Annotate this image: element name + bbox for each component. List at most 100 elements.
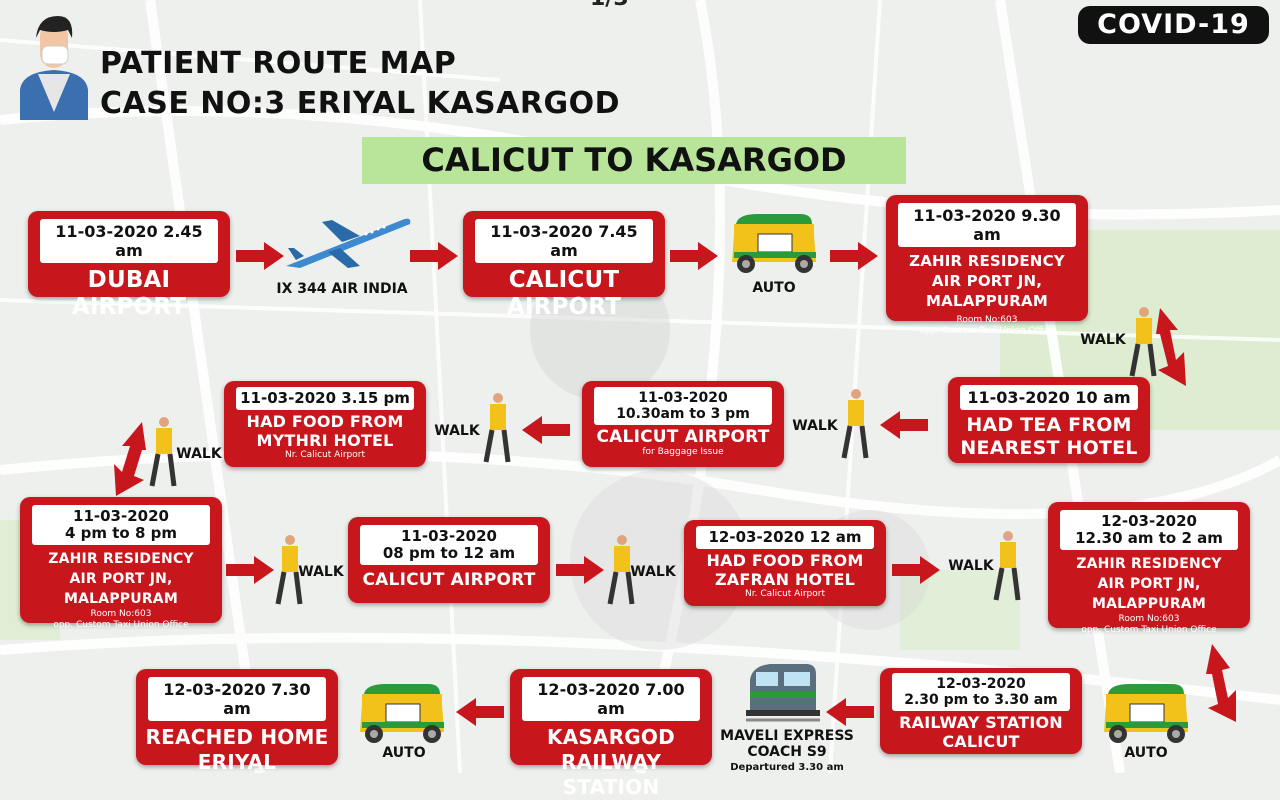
stop-title: HAD FOOD FROM bbox=[706, 551, 864, 570]
stop-title: HAD TEA FROM bbox=[966, 414, 1132, 436]
auto-rickshaw-icon bbox=[1104, 684, 1188, 743]
stop-title: ZAHIR RESIDENCY bbox=[48, 551, 194, 567]
auto-label: AUTO bbox=[1124, 745, 1168, 761]
stop-title: RAILWAY STATION bbox=[899, 713, 1063, 732]
stop-date: 11-03-2020 10 am bbox=[960, 385, 1138, 410]
stop-title: ZAHIR RESIDENCY bbox=[1076, 556, 1222, 572]
walk-label: WALK bbox=[434, 423, 480, 439]
stop-note: for Baggage Issue bbox=[642, 447, 724, 457]
stop-title: REACHED HOME bbox=[145, 725, 329, 749]
stop-date: 12-03-2020 12 am bbox=[696, 526, 874, 549]
arrow-right-icon bbox=[670, 242, 718, 270]
arrow-right-icon bbox=[226, 556, 274, 584]
covid-badge: COVID-19 bbox=[1078, 6, 1269, 44]
walk-label: WALK bbox=[176, 446, 222, 462]
stop-title: AIR PORT JN, MALAPPURAM bbox=[64, 571, 178, 607]
stop-note: opp. Custom Taxi Union Office bbox=[1081, 625, 1217, 635]
stop-card: 11-03-2020 3.15 pm HAD FOOD FROM MYTHRI … bbox=[224, 381, 426, 467]
stop-title: CALICUT AIRPORT bbox=[362, 570, 536, 590]
stop-date: 11-03-2020 9.30 am bbox=[898, 203, 1076, 247]
stop-title: AIR PORT JN, MALAPPURAM bbox=[1092, 576, 1206, 612]
stop-date: 12-03-2020 7.30 am bbox=[148, 677, 326, 721]
stop-title: CALICUT bbox=[942, 732, 1020, 751]
stop-date: 11-03-2020 08 pm to 12 am bbox=[360, 525, 538, 565]
case-subtitle: CASE NO:3 ERIYAL KASARGOD bbox=[100, 86, 621, 121]
walk-label: WALK bbox=[1080, 332, 1126, 348]
stop-title: NEAREST HOTEL bbox=[960, 437, 1138, 459]
walking-person-icon bbox=[841, 389, 869, 459]
stop-card: 11-03-2020 9.30 am ZAHIR RESIDENCY AIR P… bbox=[886, 195, 1088, 336]
walking-person-icon bbox=[483, 393, 511, 463]
stop-title: HAD FOOD FROM bbox=[246, 412, 404, 431]
stop-note: opp. Custom Taxi Union Office bbox=[919, 326, 1055, 336]
stop-title: ERIYAL bbox=[197, 750, 277, 774]
walk-label: WALK bbox=[630, 564, 676, 580]
auto-rickshaw-icon bbox=[360, 684, 444, 743]
turn-arrow-icon bbox=[1156, 308, 1186, 386]
walk-label: WALK bbox=[298, 564, 344, 580]
arrow-right-icon bbox=[236, 242, 284, 270]
stop-date: 11-03-2020 3.15 pm bbox=[236, 387, 414, 410]
stop-date: 11-03-2020 4 pm to 8 pm bbox=[32, 505, 210, 545]
stop-card: 11-03-2020 7.45 am CALICUT AIRPORT bbox=[463, 211, 665, 320]
stop-card: 11-03-2020 4 pm to 8 pm ZAHIR RESIDENCY … bbox=[20, 497, 222, 630]
walk-label: WALK bbox=[792, 418, 838, 434]
stop-card: 11-03-2020 10 am HAD TEA FROM NEAREST HO… bbox=[948, 377, 1150, 463]
stop-note: opp. Custom Taxi Union Office bbox=[53, 620, 189, 630]
stop-title: DUBAI AIRPORT bbox=[71, 267, 187, 320]
arrow-left-icon bbox=[522, 416, 570, 444]
stop-title: ZAFRAN HOTEL bbox=[714, 570, 855, 589]
flight-label: IX 344 AIR INDIA bbox=[276, 281, 408, 297]
stop-card: 12-03-2020 7.30 am REACHED HOME ERIYAL bbox=[136, 669, 338, 774]
arrow-right-icon bbox=[556, 556, 604, 584]
turn-arrow-icon bbox=[114, 422, 146, 496]
stop-note: Nr. Calicut Airport bbox=[745, 589, 825, 599]
train-icon bbox=[746, 664, 820, 722]
arrow-right-icon bbox=[830, 242, 878, 270]
stop-note: Room No:603 bbox=[90, 609, 152, 619]
stop-title: ZAHIR RESIDENCY bbox=[909, 252, 1065, 270]
arrow-left-icon bbox=[880, 411, 928, 439]
walking-person-icon bbox=[607, 535, 635, 605]
stop-note: Nr. Calicut Airport bbox=[285, 450, 365, 460]
auto-label: AUTO bbox=[752, 280, 796, 296]
arrow-right-icon bbox=[410, 242, 458, 270]
page-title: PATIENT ROUTE MAP bbox=[100, 46, 457, 81]
stop-card: 11-03-2020 2.45 am DUBAI AIRPORT bbox=[28, 211, 230, 320]
walking-person-icon bbox=[1129, 307, 1157, 377]
stop-card: 11-03-2020 10.30am to 3 pm CALICUT AIRPO… bbox=[582, 381, 784, 467]
stop-card: 12-03-2020 12 am HAD FOOD FROM ZAFRAN HO… bbox=[684, 520, 886, 606]
stop-title: AIR PORT JN, MALAPPURAM bbox=[926, 272, 1048, 310]
stop-date: 12-03-2020 7.00 am bbox=[522, 677, 700, 721]
airplane-icon bbox=[286, 218, 411, 268]
walking-person-icon bbox=[993, 531, 1021, 601]
stop-card: 11-03-2020 08 pm to 12 am CALICUT AIRPOR… bbox=[348, 517, 550, 603]
stop-date: 11-03-2020 2.45 am bbox=[40, 219, 218, 263]
arrow-left-icon bbox=[826, 698, 874, 726]
stop-note: Room No:603 bbox=[956, 315, 1018, 325]
turn-arrow-icon bbox=[1206, 644, 1236, 722]
walking-person-icon bbox=[275, 535, 303, 605]
train-label: MAVELI EXPRESS COACH S9 Departured 3.30 … bbox=[720, 728, 854, 773]
stop-card: 12-03-2020 2.30 pm to 3.30 am RAILWAY ST… bbox=[880, 668, 1082, 754]
walk-label: WALK bbox=[948, 558, 994, 574]
route-banner: CALICUT TO KASARGOD bbox=[362, 137, 906, 184]
stop-date: 11-03-2020 7.45 am bbox=[475, 219, 653, 263]
stop-card: 12-03-2020 7.00 am KASARGOD RAILWAY STAT… bbox=[510, 669, 712, 799]
stop-note: Room No:603 bbox=[1118, 614, 1180, 624]
auto-label: AUTO bbox=[382, 745, 426, 761]
stop-title: KASARGOD bbox=[547, 725, 675, 749]
auto-rickshaw-icon bbox=[732, 214, 816, 273]
stop-title: CALICUT AIRPORT bbox=[506, 267, 622, 320]
patient-avatar-icon bbox=[18, 12, 90, 124]
stop-date: 12-03-2020 12.30 am to 2 am bbox=[1060, 510, 1238, 550]
arrow-left-icon bbox=[456, 698, 504, 726]
stop-card: 12-03-2020 12.30 am to 2 am ZAHIR RESIDE… bbox=[1048, 502, 1250, 635]
stop-title: MYTHRI HOTEL bbox=[256, 431, 394, 450]
walking-person-icon bbox=[149, 417, 177, 487]
arrow-right-icon bbox=[892, 556, 940, 584]
stop-date: 12-03-2020 2.30 pm to 3.30 am bbox=[892, 673, 1070, 711]
stop-date: 11-03-2020 10.30am to 3 pm bbox=[594, 387, 772, 425]
stop-title: RAILWAY STATION bbox=[560, 750, 662, 799]
stop-title: CALICUT AIRPORT bbox=[596, 427, 770, 447]
